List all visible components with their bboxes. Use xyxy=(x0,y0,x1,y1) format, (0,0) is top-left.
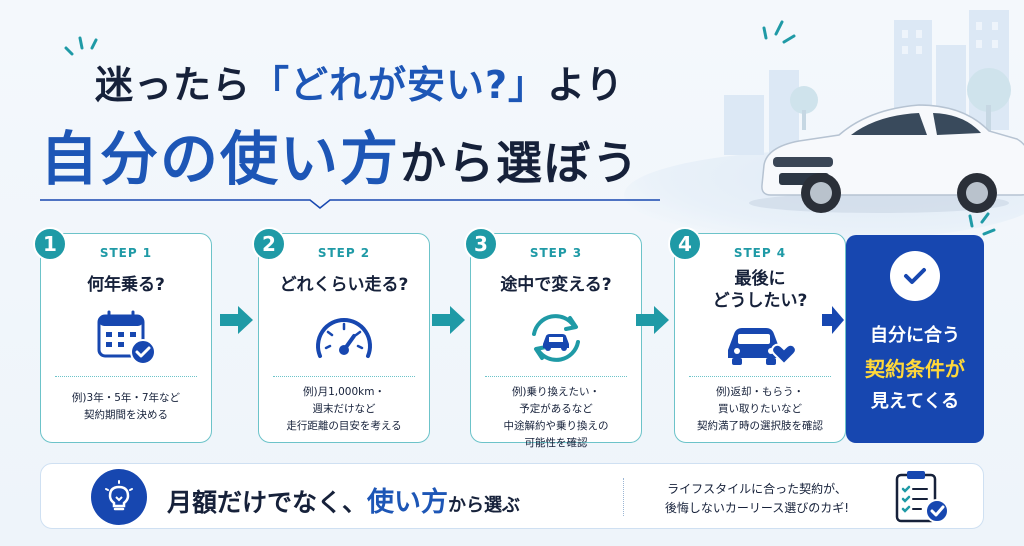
step-question-line2: どうしたい? xyxy=(712,291,808,311)
card-divider xyxy=(485,376,627,377)
desc-line: 走行距離の目安を考える xyxy=(286,420,402,432)
arrow-right-result-icon xyxy=(822,306,844,334)
headline-line2-emphasis: 自分の使い方 xyxy=(40,125,401,193)
arrow-right-icon xyxy=(432,306,465,334)
arrow-right-icon xyxy=(636,306,669,334)
desc-line: 買い取りたいなど xyxy=(718,403,802,415)
result-line3: 見えてくる xyxy=(870,391,960,412)
desc-line: 契約期間を決める xyxy=(84,409,168,421)
step-card-1: STEP 1 何年乗る? 例)3年・5年・7年など 契約期間を決める xyxy=(40,233,212,443)
city-car-illustration xyxy=(724,10,1024,213)
step-label: STEP 4 xyxy=(733,246,787,260)
step-question: 何年乗る? xyxy=(87,275,165,295)
desc-line: 例)返却・もらう・ xyxy=(715,386,805,398)
step-description: 例)乗り換えたい・ 予定があるなど 中途解約や乗り換えの 可能性を確認 xyxy=(477,384,635,452)
headline-line2: 自分の使い方から選ぼう xyxy=(40,112,640,196)
spark-decoration-right xyxy=(968,212,996,236)
calendar-check-icon xyxy=(97,310,156,365)
desc-line: 週末だけなど xyxy=(312,403,376,415)
desc-line: 例)乗り換えたい・ xyxy=(511,386,601,398)
desc-line: 予定があるなど xyxy=(519,403,593,415)
card-divider xyxy=(273,376,415,377)
step-card-4: STEP 4 最後に どうしたい? 例)返却・もらう・ 買い取りたいなど 契約満… xyxy=(674,233,846,443)
headline-line1: 迷ったら「どれが安い?」より xyxy=(95,54,624,109)
step-number-1: 1 xyxy=(33,227,67,261)
result-line1: 自分に合う xyxy=(870,325,960,346)
step-card-2: STEP 2 どれくらい走る? 例)月1,000km・ 週末だけなど 走行距離の… xyxy=(258,233,430,443)
step-number-4: 4 xyxy=(668,227,702,261)
banner-main-a: 月額だけでなく、 xyxy=(167,488,368,517)
speedometer-icon xyxy=(316,318,372,358)
headline-line1-post: より xyxy=(547,63,625,107)
result-line2: 契約条件が xyxy=(865,357,965,381)
step-number-2: 2 xyxy=(252,227,286,261)
headline-underline xyxy=(40,199,660,209)
spark-decoration-top xyxy=(762,20,796,44)
banner-sub-line: ライフスタイルに合った契約が、 xyxy=(667,482,847,496)
bottom-banner: 月額だけでなく、使い方から選ぶ ライフスタイルに合った契約が、 後悔しないカーリ… xyxy=(40,463,984,529)
headline-line2-rest: から選ぼう xyxy=(400,136,641,190)
arrow-right-icon xyxy=(220,306,253,334)
banner-divider xyxy=(623,478,624,516)
step-question: 途中で変える? xyxy=(500,275,612,295)
result-box: 自分に合う 契約条件が 見えてくる xyxy=(846,235,984,443)
clipboard-check-icon xyxy=(895,471,949,523)
spark-decoration-left xyxy=(64,36,98,56)
card-divider xyxy=(689,376,831,377)
desc-line: 例)3年・5年・7年など xyxy=(71,392,181,404)
step-label: STEP 1 xyxy=(99,246,153,260)
step-card-3: STEP 3 途中で変える? 例)乗り換えたい・ 予定があるなど 中途解約や乗り… xyxy=(470,233,642,449)
card-divider xyxy=(55,376,197,377)
car-heart-icon xyxy=(728,328,796,366)
headline-line1-quote: 「どれが安い?」 xyxy=(251,63,548,107)
banner-main-text: 月額だけでなく、使い方から選ぶ xyxy=(167,480,520,519)
desc-line: 契約満了時の選択肢を確認 xyxy=(697,420,823,432)
headline-line1-pre: 迷ったら xyxy=(95,63,252,107)
car-cycle-icon xyxy=(532,314,580,362)
step-label: STEP 3 xyxy=(529,246,583,260)
desc-line: 例)月1,000km・ xyxy=(303,386,385,398)
scenery-background xyxy=(624,0,1024,240)
step-description: 例)月1,000km・ 週末だけなど 走行距離の目安を考える xyxy=(265,384,423,435)
banner-sub-text: ライフスタイルに合った契約が、 後悔しないカーリース選びのカギ! xyxy=(637,480,877,518)
desc-line: 中途解約や乗り換えの xyxy=(503,420,609,432)
step-description: 例)返却・もらう・ 買い取りたいなど 契約満了時の選択肢を確認 xyxy=(681,384,839,435)
lightbulb-icon xyxy=(91,469,147,525)
step-question: どれくらい走る? xyxy=(279,275,409,295)
banner-main-c: から選ぶ xyxy=(448,495,521,516)
step-label: STEP 2 xyxy=(317,246,371,260)
step-number-3: 3 xyxy=(464,227,498,261)
banner-main-b: 使い方 xyxy=(367,487,449,518)
banner-sub-line: 後悔しないカーリース選びのカギ! xyxy=(664,501,850,515)
desc-line: 可能性を確認 xyxy=(524,437,588,449)
check-circle-icon xyxy=(890,251,940,301)
step-description: 例)3年・5年・7年など 契約期間を決める xyxy=(47,390,205,424)
step-question-line1: 最後に xyxy=(734,269,786,289)
